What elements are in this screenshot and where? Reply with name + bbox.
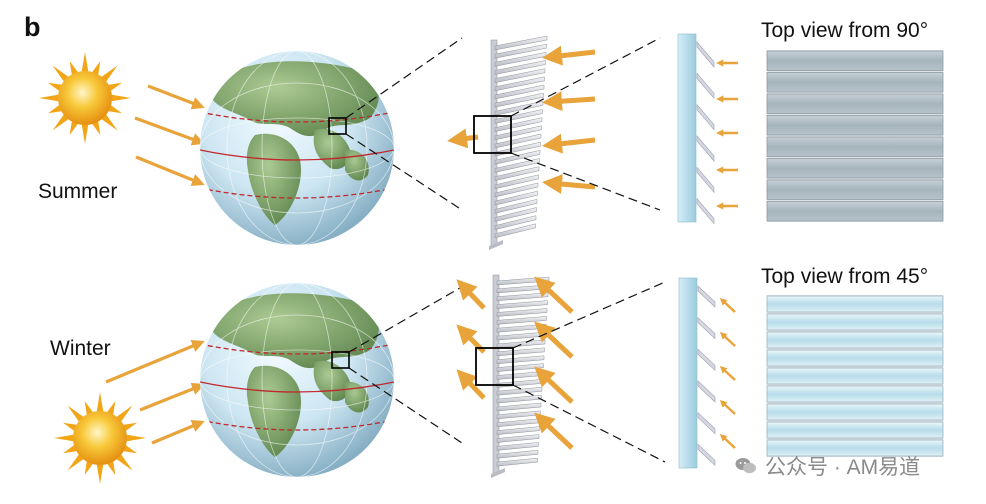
winter-zoom-lines-2 <box>512 281 666 463</box>
watermark: 公众号 · AM易道 <box>735 451 920 481</box>
summer-zoom-lines-1 <box>345 37 463 211</box>
winter-globe-zoom-box <box>331 351 350 369</box>
summer-louver-arrows <box>447 45 596 195</box>
winter-globe-icon <box>200 283 394 477</box>
top-view-90-label: Top view from 90° <box>761 19 929 42</box>
summer-label: Summer <box>38 180 118 203</box>
wechat-icon <box>735 457 757 475</box>
summer-louver-window <box>489 35 548 250</box>
watermark-text: 公众号 · AM易道 <box>765 456 921 479</box>
summer-glass-arrows <box>716 59 738 210</box>
top-view-45-panel <box>766 295 944 457</box>
winter-glass-cross-section <box>678 277 716 469</box>
summer-globe-zoom-box <box>328 117 347 135</box>
summer-sun-icon <box>39 52 131 144</box>
winter-sunlight-arrows <box>105 340 205 445</box>
winter-louver-zoom-box <box>475 347 514 386</box>
top-view-45-label: Top view from 45° <box>761 265 929 288</box>
summer-glass-cross-section <box>677 33 715 225</box>
winter-louver-arrows <box>456 276 574 450</box>
panel-label: b <box>24 12 41 42</box>
summer-zoom-lines-2 <box>510 37 661 211</box>
top-view-90-panel <box>766 50 944 222</box>
summer-sunlight-arrows <box>134 84 205 187</box>
winter-glass-arrows <box>719 298 736 449</box>
winter-label: Winter <box>50 337 111 360</box>
winter-sun-icon <box>54 392 146 484</box>
summer-globe-icon <box>200 51 394 245</box>
summer-louver-zoom-box <box>473 115 512 154</box>
winter-zoom-lines-1 <box>348 284 466 446</box>
